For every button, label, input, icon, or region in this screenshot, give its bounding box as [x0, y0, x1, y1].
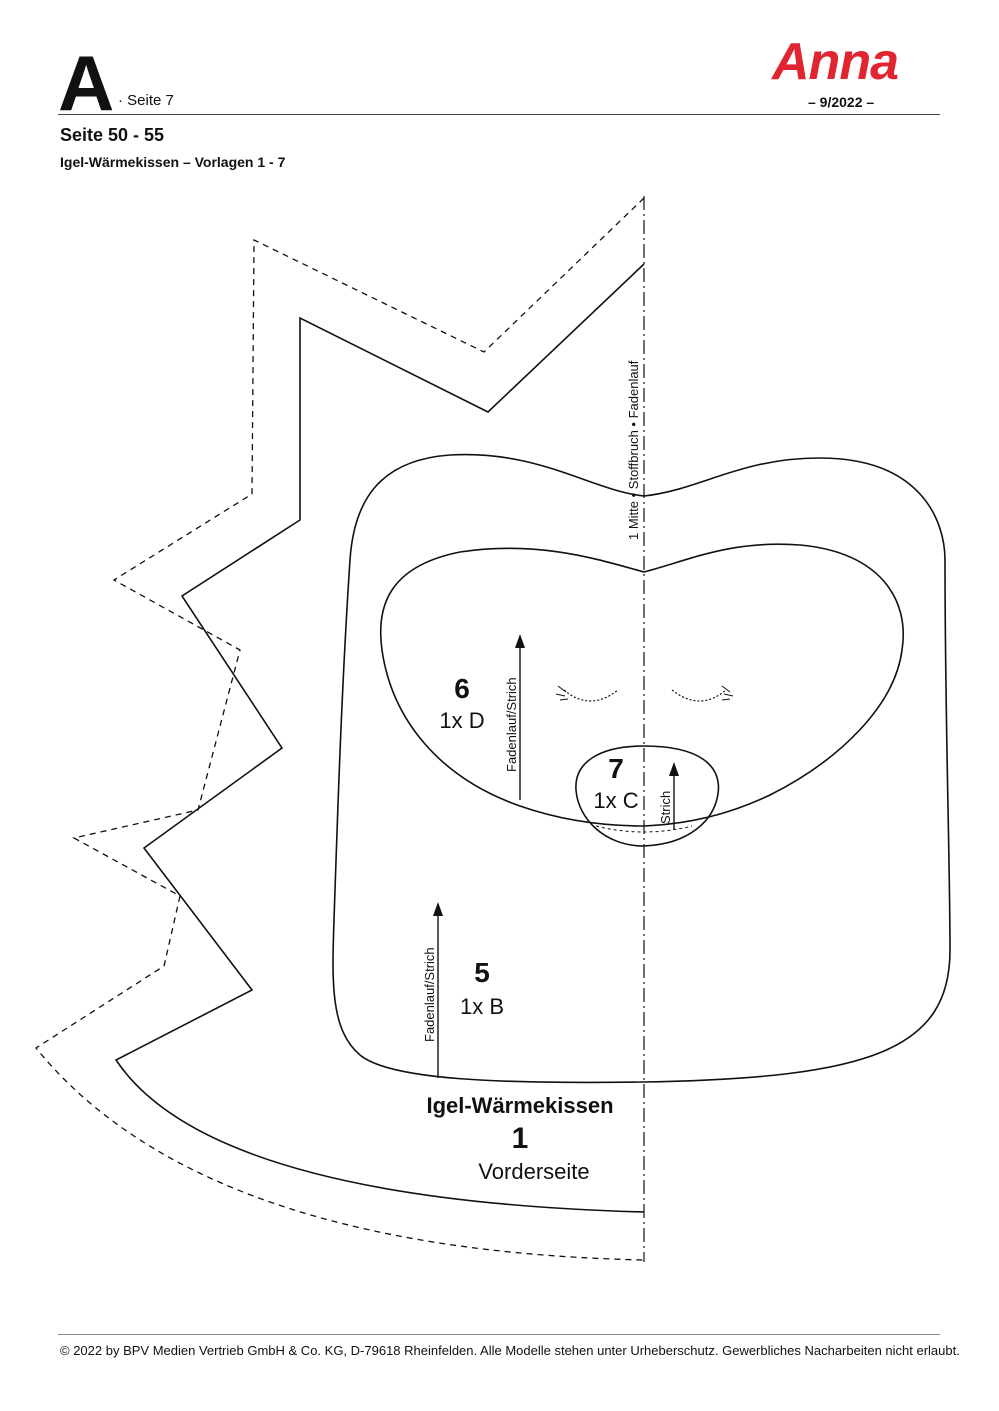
grain-label-7: Strich [658, 791, 673, 824]
page-range: Seite 50 - 55 [60, 125, 165, 145]
piece-5-number: 5 [474, 957, 490, 988]
page-label: · Seite 7 [118, 92, 174, 109]
piece-5-count: 1x B [460, 994, 504, 1019]
piece-6-number: 6 [454, 673, 470, 704]
seam-allowance-outline [35, 197, 645, 1261]
piece-1-number: 1 [512, 1122, 529, 1155]
grain-label-6: Fadenlauf/Strich [504, 677, 519, 772]
right-eyelashes [721, 685, 734, 701]
fold-label: 1 Mitte • Stoffbruch • Fadenlauf [626, 360, 641, 540]
copyright-notice: © 2022 by BPV Medien Vertrieb GmbH & Co.… [60, 1343, 960, 1358]
section-letter: A [58, 39, 114, 127]
pattern-subtitle: Igel-Wärmekissen – Vorlagen 1 - 7 [60, 154, 286, 170]
left-eyelashes [555, 685, 569, 701]
header-divider [58, 114, 940, 115]
piece-1-name: Igel-Wärmekissen [426, 1093, 613, 1118]
piece-7-outline [575, 745, 720, 847]
left-eye [563, 689, 619, 702]
piece-1-label: Vorderseite [478, 1159, 589, 1184]
grain-label-5: Fadenlauf/Strich [422, 947, 437, 1042]
piece-6-count: 1x D [439, 708, 484, 733]
right-eye [671, 689, 727, 702]
piece-6-outline [379, 543, 904, 827]
piece-7-count: 1x C [593, 788, 638, 813]
issue-label: – 9/2022 – [808, 94, 875, 110]
piece-5-outline [332, 453, 951, 1084]
footer-divider [58, 1334, 940, 1335]
piece-7-number: 7 [608, 753, 624, 784]
brand-logo: Anna [772, 33, 899, 91]
piece-1-outline [114, 263, 645, 1213]
piece-7-seam [595, 825, 693, 833]
